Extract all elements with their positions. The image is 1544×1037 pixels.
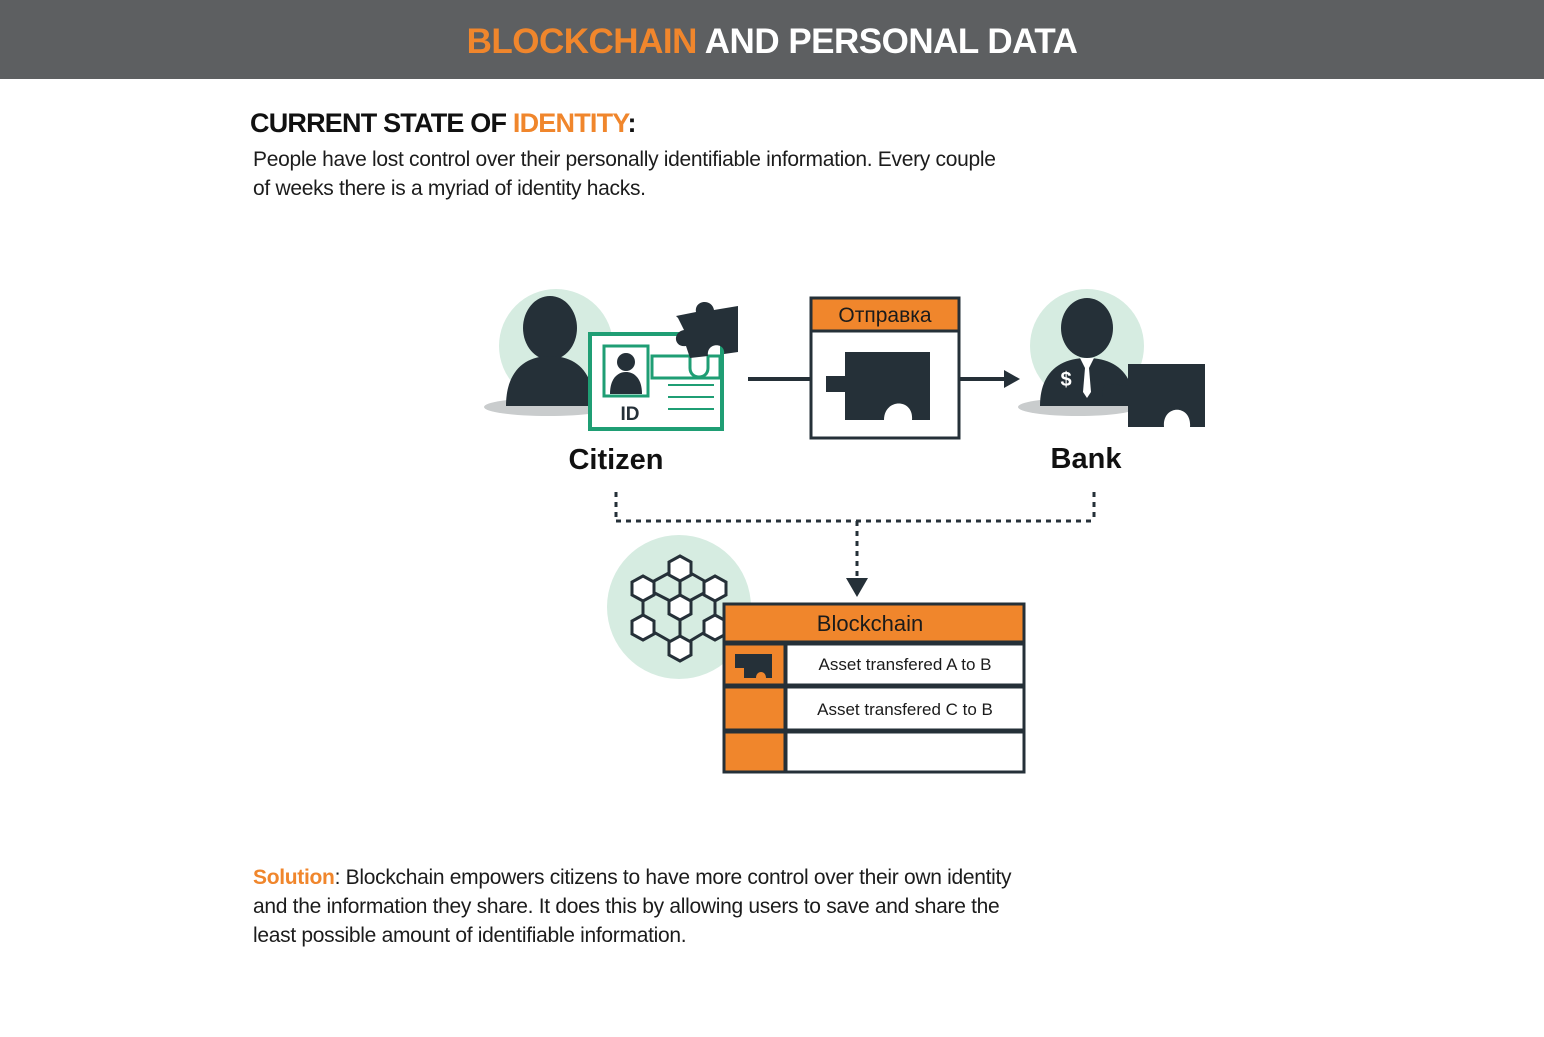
blockchain-cubes-group [607, 535, 751, 679]
intro-text: People have lost control over their pers… [253, 148, 996, 200]
heading-accent: IDENTITY [512, 108, 628, 138]
transfer-to-bank-arrowhead [1004, 370, 1020, 388]
solution-body: Blockchain empowers citizens to have mor… [253, 866, 1012, 947]
ledger-row-text: Asset transfered A to B [819, 655, 992, 674]
bank-puzzle-piece-icon [1102, 364, 1205, 427]
id-card-icon: ID [588, 332, 724, 431]
transfer-label: Отправка [838, 304, 931, 327]
ledger-header [722, 602, 1026, 644]
citizen-label: Citizen [568, 444, 663, 476]
person-icon [506, 296, 594, 406]
ledger-row: Asset transfered A to B [722, 642, 1026, 687]
bank-symbol: $ [1060, 369, 1071, 391]
blockchain-arrowhead [846, 578, 868, 597]
page-title-accent: BLOCKCHAIN [466, 21, 698, 61]
heading-suffix: : [627, 108, 637, 138]
transfer-puzzle-piece-icon [826, 352, 930, 420]
page-title-rest: AND PERSONAL DATA [696, 21, 1078, 61]
ledger-row-text: Asset transfered C to B [817, 700, 993, 719]
ledger-row: Asset transfered C to B [722, 685, 1026, 732]
blockchain-ledger: Blockchain Asset transfered A to B Asset… [722, 602, 1026, 774]
heading-prefix: CURRENT STATE OF [250, 108, 513, 138]
section-heading: CURRENT STATE OF IDENTITY: [250, 108, 637, 139]
blockchain-cubes-icon [630, 554, 728, 663]
citizen-group: ID Citizen [484, 289, 738, 476]
ledger-row [722, 730, 1026, 774]
solution-text: Solution: Blockchain empowers citizens t… [253, 863, 1033, 950]
bank-group: $ Bank [1018, 289, 1205, 475]
solution-separator: : [334, 866, 346, 889]
ledger-puzzle-piece-icon [735, 654, 772, 678]
page-title: BLOCKCHAIN AND PERSONAL DATA [467, 22, 1078, 62]
transfer-box: Отправка [809, 296, 961, 440]
header-bar: BLOCKCHAIN AND PERSONAL DATA [0, 0, 1544, 79]
bank-label: Bank [1051, 443, 1123, 475]
solution-label: Solution [253, 866, 335, 889]
citizen-puzzle-piece-icon [675, 301, 738, 358]
dotted-connectors [614, 492, 1096, 578]
ledger-title: Blockchain [817, 611, 923, 636]
id-card-text: ID [621, 404, 640, 425]
